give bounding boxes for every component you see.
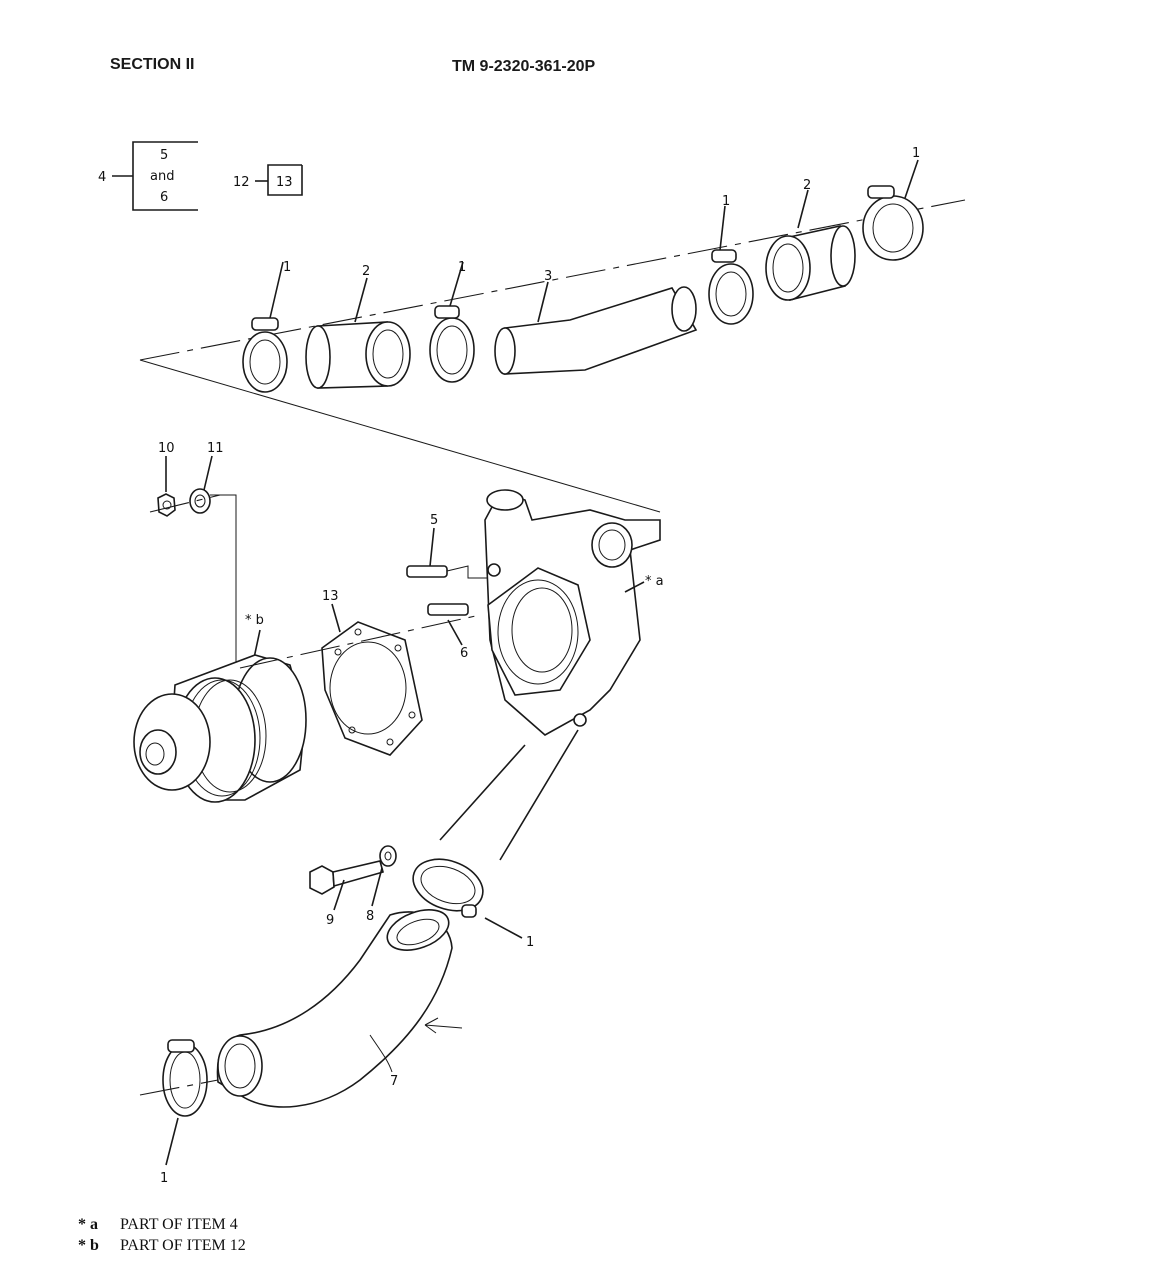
- hose-straight-2: 2: [765, 178, 856, 302]
- callout-9: 9: [326, 913, 334, 928]
- callout-13: 13: [322, 589, 339, 604]
- pump-axis-line: [239, 614, 481, 669]
- bolt-9: 9: [309, 860, 384, 928]
- pump-housing: * a: [484, 489, 664, 736]
- callout-1-f: 1: [160, 1171, 168, 1186]
- callout-3: 3: [544, 269, 552, 284]
- footnote-a: * a PART OF ITEM 4: [78, 1214, 246, 1235]
- nut-leader-line: [210, 494, 237, 667]
- hose-lower-7: 7: [216, 909, 463, 1108]
- lower-axis-line: [139, 1079, 219, 1096]
- callout-6: 6: [460, 646, 468, 661]
- hose-clamp-upper-2: 1: [429, 260, 475, 383]
- footnote-b: * b PART OF ITEM 12: [78, 1235, 246, 1256]
- footnotes: * a PART OF ITEM 4 * b PART OF ITEM 12: [78, 1214, 246, 1256]
- callout-1-d: 1: [912, 146, 920, 161]
- legend-group-12: 12 13: [233, 164, 303, 196]
- callout-2-b: 2: [803, 178, 811, 193]
- nut-10: 10: [157, 441, 176, 517]
- callout-1-b: 1: [458, 260, 466, 275]
- gasket-13: 13: [321, 589, 423, 756]
- legend-group-4: 4 5 and 6: [98, 141, 198, 211]
- callout-7: 7: [390, 1074, 398, 1089]
- upper-axis-line: [139, 199, 966, 361]
- upper-leader-line: [139, 359, 661, 513]
- callout-1-a: 1: [283, 260, 291, 275]
- legend-item-6: 6: [160, 190, 168, 205]
- hose-clamp-upper-1: 1: [242, 260, 291, 393]
- water-pump-assembly: * b: [133, 613, 307, 803]
- hose-clamp-upper-4: 1: [862, 146, 924, 261]
- footnote-b-mark: * b: [78, 1237, 99, 1254]
- lockwasher-11: 11: [189, 441, 224, 514]
- legend-item-13: 13: [276, 175, 293, 190]
- callout-star-a: * a: [645, 574, 664, 589]
- legend-and: and: [150, 169, 174, 184]
- section-heading: SECTION II: [110, 56, 195, 73]
- footnote-b-text: PART OF ITEM 12: [120, 1237, 246, 1254]
- callout-1-e: 1: [526, 935, 534, 950]
- housing-outlet-neck: [439, 729, 579, 861]
- callout-2-a: 2: [362, 264, 370, 279]
- hose-clamp-upper-3: 1: [708, 194, 754, 325]
- stud-6: 6: [427, 603, 469, 661]
- hose-clamp-lower-2: 1: [160, 1039, 208, 1186]
- legend-item-12: 12: [233, 175, 250, 190]
- callout-5: 5: [430, 513, 438, 528]
- callout-star-b: * b: [245, 613, 264, 628]
- footnote-a-mark: * a: [78, 1216, 98, 1233]
- technical-manual-number: TM 9-2320-361-20P: [452, 58, 596, 75]
- footnote-a-text: PART OF ITEM 4: [120, 1216, 238, 1233]
- stud-5: 5: [406, 513, 490, 579]
- hose-bypass-3: 3: [494, 269, 698, 375]
- washer-8: 8: [366, 845, 397, 924]
- callout-1-c: 1: [722, 194, 730, 209]
- callout-11: 11: [207, 441, 224, 456]
- hose-clamp-lower-1: 1: [412, 858, 534, 950]
- callout-10: 10: [158, 441, 175, 456]
- callout-8: 8: [366, 909, 374, 924]
- legend-item-5: 5: [160, 148, 168, 163]
- nut-axis-line: [149, 494, 221, 513]
- legend-item-4: 4: [98, 170, 106, 185]
- hose-straight-1: 2: [305, 264, 411, 389]
